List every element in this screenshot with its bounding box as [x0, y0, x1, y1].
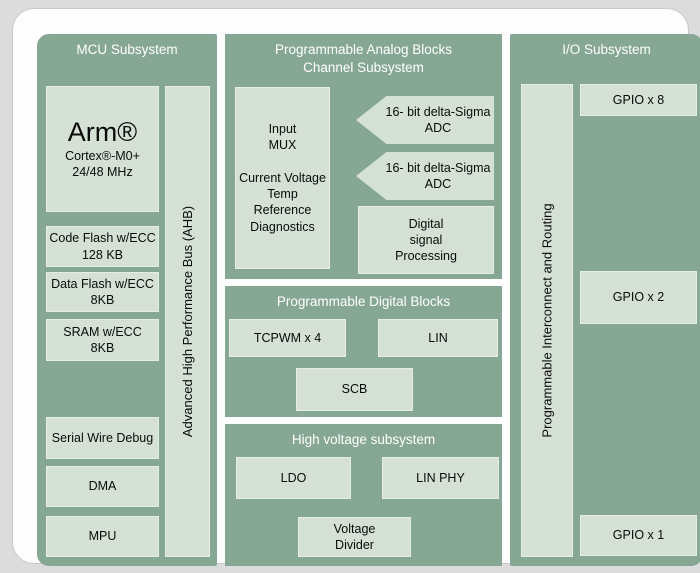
analog-subsystem-title: Programmable Analog Blocks Channel Subsy…	[274, 42, 453, 76]
panel-digital-blocks: Programmable Digital Blocks TCPWM x 4 LI…	[225, 286, 502, 417]
arm-cpu-name: Arm®	[67, 116, 138, 147]
data-flash-block: Data Flash w/ECC 8KB	[46, 272, 159, 312]
gpio-x8-block: GPIO x 8	[580, 84, 697, 116]
ahb-bus-label: Advanced High Performance Bus (AHB)	[180, 205, 195, 438]
io-subsystem-title: I/O Subsystem	[562, 42, 651, 57]
scb-block: SCB	[296, 368, 413, 411]
input-mux-block: Input MUX Current Voltage Temp Reference…	[235, 87, 330, 269]
voltage-divider-block: Voltage Divider	[298, 517, 411, 557]
arm-cpu-block: Arm® Cortex®-M0+ 24/48 MHz	[46, 86, 159, 212]
arm-cpu-core: Cortex®-M0+	[65, 148, 140, 163]
mcu-subsystem-title: MCU Subsystem	[76, 42, 178, 57]
mpu-block: MPU	[46, 516, 159, 557]
code-flash-block: Code Flash w/ECC 128 KB	[46, 226, 159, 267]
ldo-block: LDO	[236, 457, 351, 499]
gpio-x2-block: GPIO x 2	[580, 271, 697, 324]
panel-high-voltage-subsystem: High voltage subsystem LDO LIN PHY Volta…	[225, 424, 502, 566]
digital-signal-processing-block: Digital signal Processing	[358, 206, 494, 274]
diagram-frame: MCU Subsystem Arm® Cortex®-M0+ 24/48 MHz…	[12, 8, 700, 566]
interconnect-routing-bar: Programmable Interconnect and Routing	[521, 84, 573, 557]
lin-phy-block: LIN PHY	[382, 457, 499, 499]
serial-wire-debug-block: Serial Wire Debug	[46, 417, 159, 459]
panel-mcu-subsystem: MCU Subsystem Arm® Cortex®-M0+ 24/48 MHz…	[37, 34, 217, 566]
ahb-bus-bar: Advanced High Performance Bus (AHB)	[165, 86, 210, 557]
sram-block: SRAM w/ECC 8KB	[46, 319, 159, 361]
panel-analog-channel-subsystem: Programmable Analog Blocks Channel Subsy…	[225, 34, 502, 279]
digital-blocks-title: Programmable Digital Blocks	[276, 294, 451, 309]
arm-cpu-clock: 24/48 MHz	[72, 164, 133, 179]
lin-block: LIN	[378, 319, 498, 357]
gpio-x1-block: GPIO x 1	[580, 515, 697, 556]
tcpwm-block: TCPWM x 4	[229, 319, 346, 357]
delta-sigma-adc-1-block: 16- bit delta-Sigma ADC	[356, 96, 494, 144]
interconnect-routing-label: Programmable Interconnect and Routing	[539, 203, 555, 438]
delta-sigma-adc-2-block: 16- bit delta-Sigma ADC	[356, 152, 494, 200]
high-voltage-title: High voltage subsystem	[291, 432, 436, 447]
dma-block: DMA	[46, 466, 159, 507]
panel-io-subsystem: I/O Subsystem Programmable Interconnect …	[510, 34, 700, 566]
